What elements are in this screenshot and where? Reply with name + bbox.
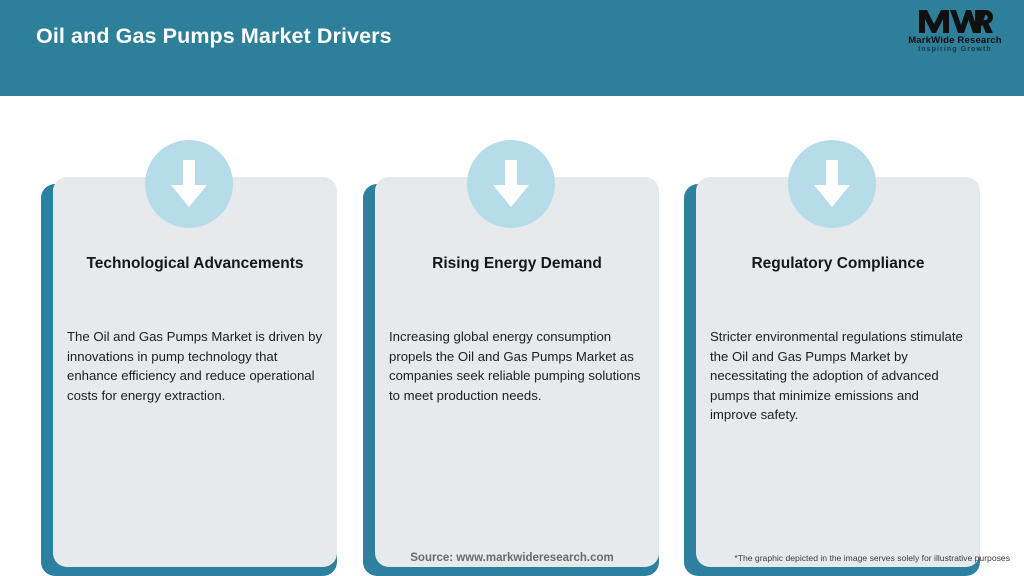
arrow-down-icon	[467, 140, 555, 228]
page-header: Oil and Gas Pumps Market Drivers MarkWid…	[0, 0, 1024, 96]
card-surface: Regulatory Compliance Stricter environme…	[696, 177, 980, 567]
driver-card-1[interactable]: Technological Advancements The Oil and G…	[41, 140, 337, 576]
card-body-text: Stricter environmental regulations stimu…	[710, 329, 963, 422]
drivers-board: Technological Advancements The Oil and G…	[0, 96, 1024, 576]
driver-card-2[interactable]: Rising Energy Demand Increasing global e…	[363, 140, 659, 576]
disclaimer-note: *The graphic depicted in the image serve…	[734, 553, 1010, 563]
logo-tagline: Inspiring Growth	[918, 46, 992, 53]
logo-company-name: MarkWide Research	[908, 35, 1002, 46]
driver-card-3[interactable]: Regulatory Compliance Stricter environme…	[684, 140, 980, 576]
brand-logo: MarkWide Research Inspiring Growth	[900, 8, 1010, 60]
arrow-down-icon	[788, 140, 876, 228]
mwr-monogram-icon	[900, 8, 1010, 34]
card-body-text: The Oil and Gas Pumps Market is driven b…	[67, 329, 323, 403]
arrow-down-icon	[145, 140, 233, 228]
page-title: Oil and Gas Pumps Market Drivers	[36, 24, 392, 48]
card-title: Technological Advancements	[86, 255, 304, 272]
card-title: Rising Energy Demand	[432, 255, 602, 272]
source-label: Source: www.markwideresearch.com	[410, 552, 614, 564]
card-surface: Rising Energy Demand Increasing global e…	[375, 177, 659, 567]
card-surface: Technological Advancements The Oil and G…	[53, 177, 337, 567]
card-title: Regulatory Compliance	[751, 255, 925, 272]
card-body-text: Increasing global energy consumption pro…	[389, 329, 641, 403]
